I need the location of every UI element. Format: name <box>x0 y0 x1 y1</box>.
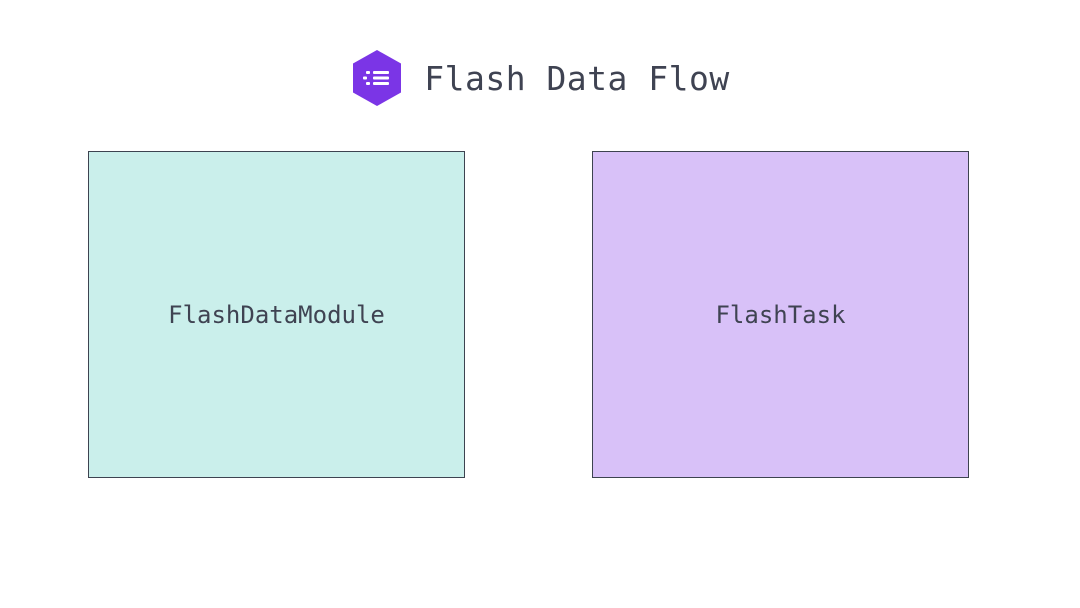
list-hexagon-icon <box>353 50 402 106</box>
node-label: FlashTask <box>715 300 846 329</box>
node-flash-task: FlashTask <box>592 151 969 478</box>
logo-list-lines <box>363 71 390 85</box>
diagram-title: Flash Data Flow <box>424 58 730 98</box>
node-label: FlashDataModule <box>168 300 385 329</box>
diagram-header: Flash Data Flow <box>0 48 1080 108</box>
node-flash-data-module: FlashDataModule <box>88 151 465 478</box>
